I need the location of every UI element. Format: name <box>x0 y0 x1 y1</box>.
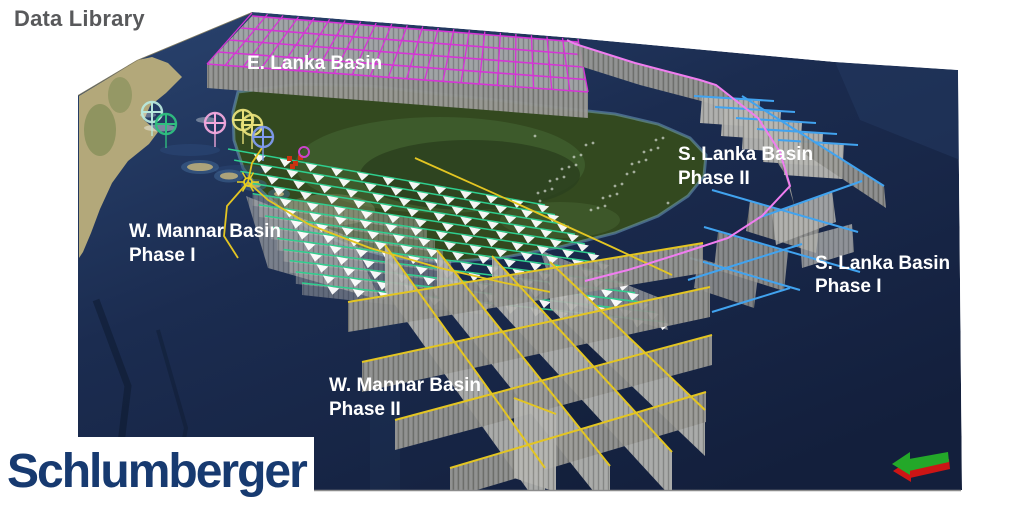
platform-marker[interactable] <box>287 156 292 161</box>
label-s-lanka-phase2: Phase II <box>678 168 750 189</box>
schlumberger-logo-text: Schlumberger <box>7 444 308 498</box>
platform-marker[interactable] <box>293 161 298 166</box>
label-w-mannar-phase2: Phase II <box>329 399 401 420</box>
label-w-mannar-basin-p2: W. Mannar Basin <box>329 375 481 396</box>
platform-marker[interactable] <box>298 146 310 158</box>
platform-marker[interactable] <box>290 164 295 169</box>
label-w-mannar-phase1: Phase I <box>129 245 196 266</box>
basin-labels: E. Lanka Basin S. Lanka Basin Phase II S… <box>129 53 950 420</box>
label-s-lanka-phase1: Phase I <box>815 276 882 297</box>
map-slab-edge <box>78 12 253 96</box>
schlumberger-logo: Schlumberger <box>0 437 314 512</box>
s-lanka-phase2-grid[interactable] <box>693 95 886 208</box>
well-marker[interactable] <box>251 125 275 161</box>
well-marker[interactable] <box>154 112 178 148</box>
label-s-lanka-basin-p1: S. Lanka Basin <box>815 253 950 274</box>
platform-marker[interactable] <box>298 155 303 160</box>
label-e-lanka-basin: E. Lanka Basin <box>247 53 382 74</box>
orientation-arrow-icon <box>892 452 950 482</box>
seismic-2d-lines-yellow[interactable] <box>223 147 673 293</box>
label-w-mannar-basin-p1: W. Mannar Basin <box>129 221 281 242</box>
well-marker[interactable] <box>140 100 164 136</box>
s-lanka-phase1-grid[interactable] <box>687 180 863 313</box>
license-boundary-line <box>566 39 792 282</box>
well-marker[interactable] <box>203 111 227 147</box>
page-title: Data Library <box>14 6 145 31</box>
well-markers[interactable] <box>140 100 310 169</box>
e-lanka-basin-grid[interactable] <box>206 12 589 118</box>
label-s-lanka-basin-p2: S. Lanka Basin <box>678 144 813 165</box>
